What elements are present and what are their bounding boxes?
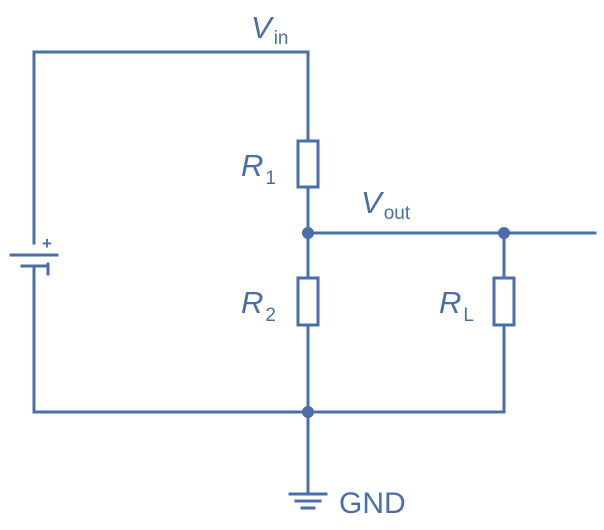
node-gnd <box>302 406 314 418</box>
resistor-rl <box>492 276 516 327</box>
wire-top <box>32 50 310 245</box>
battery-plus: + <box>42 234 52 253</box>
battery-icon: + <box>9 234 59 276</box>
node-vout <box>302 227 314 239</box>
wire-left-bottom <box>32 266 310 414</box>
resistor-r1 <box>296 139 320 189</box>
resistor-r2 <box>296 276 320 327</box>
label-gnd: GND <box>339 487 406 520</box>
wire-rl-bottom <box>306 323 506 414</box>
node-rl <box>498 227 510 239</box>
wires <box>32 50 597 496</box>
ground-icon <box>288 492 328 510</box>
